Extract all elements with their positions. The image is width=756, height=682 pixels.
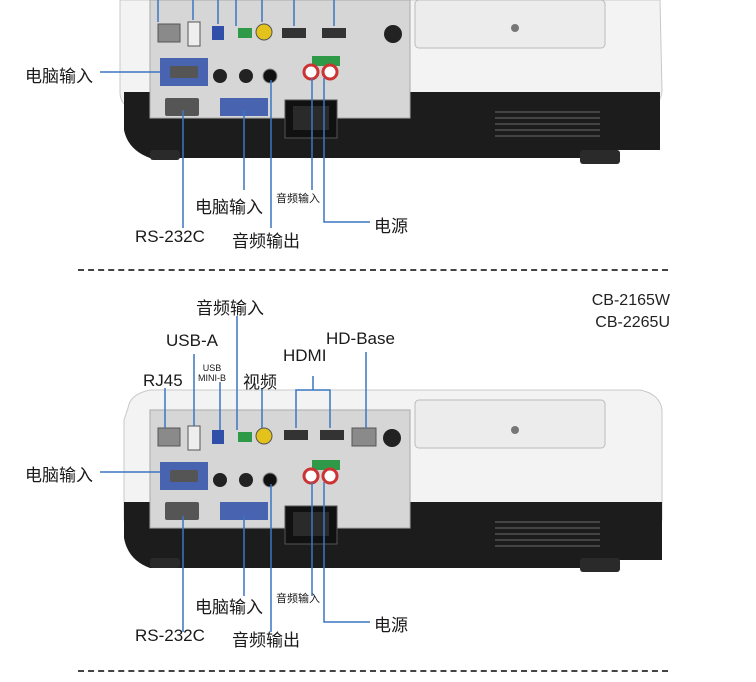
label-power: 电源 — [374, 616, 408, 635]
model-cb-2165w: CB-2165W — [591, 292, 670, 309]
label-audio-input: 音频输入 — [276, 193, 320, 205]
label-usb-mini-b: USB MINI-B — [198, 363, 226, 383]
label-audio-output: 音频输出 — [232, 631, 300, 650]
top-panel: 电脑输入 电脑输入 音频输入 电源 RS-232C 音频输出 — [0, 0, 756, 262]
label-usb-a: USB-A — [166, 331, 218, 350]
projector-rear-illustration-bottom — [100, 316, 663, 632]
label-usb-mini-b-line2: MINI-B — [198, 373, 226, 383]
label-video: 视频 — [243, 373, 277, 392]
model-cb-2265u: CB-2265U — [595, 314, 670, 331]
label-rs232c: RS-232C — [135, 227, 205, 246]
model-list: CB-2165W CB-2265U — [592, 290, 670, 334]
label-computer-input-bottom: 电脑输入 — [195, 198, 263, 217]
label-audio-input: 音频输入 — [276, 593, 320, 605]
label-computer-input-left: 电脑输入 — [25, 67, 93, 86]
bottom-panel: CB-2165W CB-2265U — [0, 270, 756, 682]
label-hdmi: HDMI — [283, 346, 327, 365]
dashed-divider — [78, 269, 668, 271]
dashed-divider-bottom — [78, 670, 668, 672]
label-usb-mini-b-line1: USB — [202, 363, 222, 373]
label-computer-input-left: 电脑输入 — [25, 466, 93, 485]
label-rs232c: RS-232C — [135, 626, 205, 645]
label-hd-base: HD-Base — [326, 329, 395, 348]
label-audio-input-top: 音频输入 — [196, 299, 264, 318]
label-power: 电源 — [374, 217, 408, 236]
label-rj45: RJ45 — [143, 371, 183, 390]
label-audio-output: 音频输出 — [232, 232, 300, 251]
label-computer-input-bottom: 电脑输入 — [195, 598, 263, 617]
projector-rear-illustration-top — [100, 0, 663, 228]
